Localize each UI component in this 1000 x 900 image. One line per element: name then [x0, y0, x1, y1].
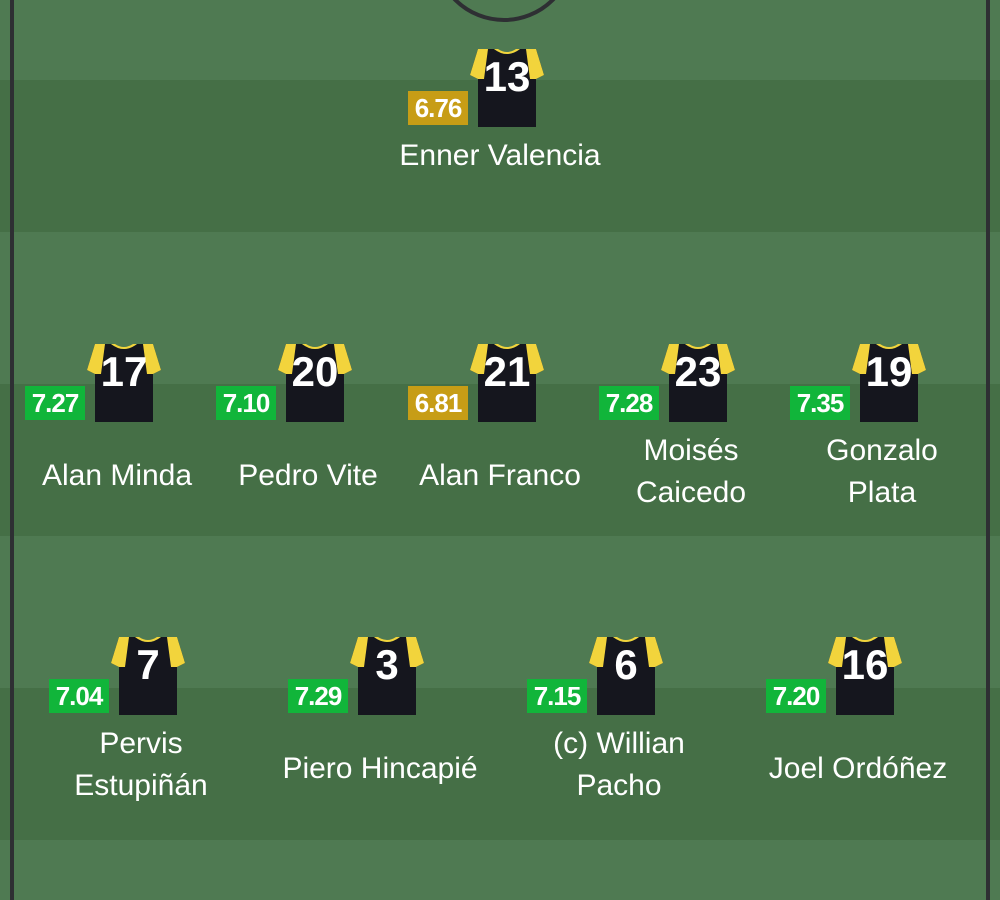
player-name: Alan Minda: [41, 459, 193, 492]
player-card[interactable]: 23 7.28 Moisés Caicedo: [581, 340, 801, 540]
shirt-icon: 19: [852, 340, 926, 422]
player-card[interactable]: 3 7.29 Piero Hincapié: [270, 633, 490, 833]
player-rating: 6.81: [408, 386, 468, 420]
shirt-icon: 21: [470, 340, 544, 422]
player-name: Enner Valencia: [399, 139, 601, 172]
player-card[interactable]: 7 7.04 Pervis Estupiñán: [31, 633, 251, 833]
player-card[interactable]: 21 6.81 Alan Franco: [390, 340, 610, 540]
player-rating: 7.10: [216, 386, 276, 420]
touchline-right: [986, 0, 990, 900]
player-rating: 7.04: [49, 679, 109, 713]
player-rating: 7.27: [25, 386, 85, 420]
shirt-icon: 23: [661, 340, 735, 422]
shirt-icon: 17: [87, 340, 161, 422]
player-rating: 7.35: [790, 386, 850, 420]
player-rating: 7.20: [766, 679, 826, 713]
player-rating: 6.76: [408, 91, 468, 125]
player-name: (c) Willian Pacho: [553, 727, 685, 802]
player-rating: 7.15: [527, 679, 587, 713]
shirt-icon: 20: [278, 340, 352, 422]
shirt-number: 19: [865, 348, 913, 395]
shirt-number: 23: [674, 348, 722, 395]
player-card[interactable]: 16 7.20 Joel Ordóñez: [748, 633, 968, 833]
shirt-icon: 6: [589, 633, 663, 715]
player-name: Pervis Estupiñán: [74, 727, 208, 802]
player-card[interactable]: 13 6.76 Enner Valencia: [390, 45, 610, 245]
shirt-icon: 16: [828, 633, 902, 715]
player-name: Moisés Caicedo: [635, 434, 747, 509]
shirt-icon: 7: [111, 633, 185, 715]
player-card[interactable]: 20 7.10 Pedro Vite: [198, 340, 418, 540]
shirt-number: 13: [483, 53, 531, 100]
player-name: Alan Franco: [419, 459, 581, 492]
player-rating: 7.28: [599, 386, 659, 420]
player-rating: 7.29: [288, 679, 348, 713]
touchline-left: [10, 0, 14, 900]
shirt-icon: 13: [470, 45, 544, 127]
shirt-number: 3: [375, 641, 399, 688]
shirt-number: 17: [100, 348, 148, 395]
shirt-number: 20: [291, 348, 339, 395]
shirt-number: 21: [483, 348, 531, 395]
player-card[interactable]: 6 7.15 (c) Willian Pacho: [509, 633, 729, 833]
player-name: Piero Hincapié: [282, 752, 478, 785]
shirt-icon: 3: [350, 633, 424, 715]
player-card[interactable]: 19 7.35 Gonzalo Plata: [772, 340, 992, 540]
shirt-number: 6: [614, 641, 638, 688]
player-card[interactable]: 17 7.27 Alan Minda: [7, 340, 227, 540]
player-name: Joel Ordóñez: [768, 752, 948, 785]
player-name: Pedro Vite: [238, 459, 378, 492]
player-name: Gonzalo Plata: [826, 434, 938, 509]
center-circle: [433, 0, 575, 22]
shirt-number: 16: [841, 641, 889, 688]
shirt-number: 7: [136, 641, 160, 688]
